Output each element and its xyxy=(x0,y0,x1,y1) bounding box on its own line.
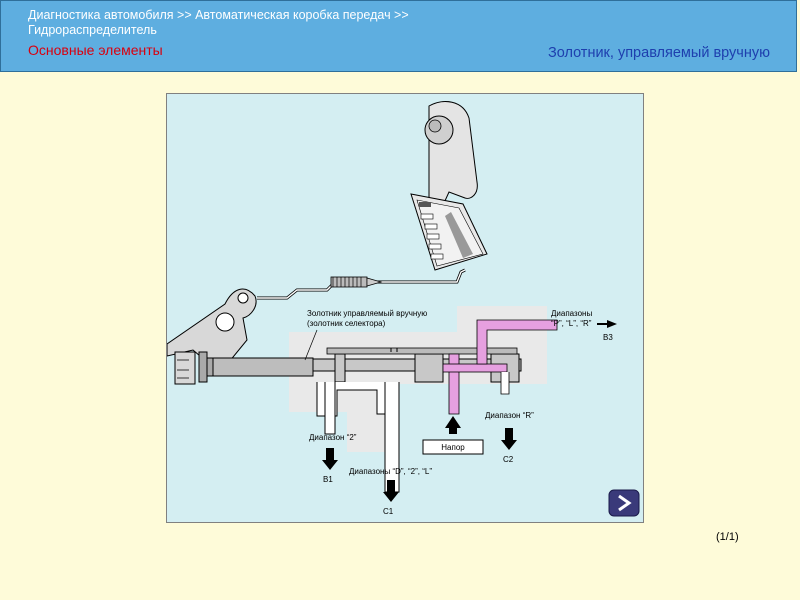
pressure-arrow xyxy=(445,416,461,434)
next-page-button[interactable] xyxy=(608,489,640,517)
range-d2l-label: Диапазоны “D”, “2”, “L” xyxy=(349,467,432,476)
port-c1-label: C1 xyxy=(383,507,394,516)
valve-label-line-2: (золотник селектора) xyxy=(307,319,386,328)
shift-gate xyxy=(410,193,488,271)
port-c2-label: C2 xyxy=(503,455,514,464)
diagram-svg: Напор Золотник управляемый вручную (золо… xyxy=(167,101,640,517)
range-prl-line-1: Диапазоны xyxy=(551,309,592,318)
chevron-right-icon xyxy=(618,494,632,512)
c1-arrow xyxy=(383,480,399,502)
selector-linkage xyxy=(167,288,257,385)
b3-arrow xyxy=(607,320,617,328)
range-prl-line-2: “P”, “L”, “R” xyxy=(551,319,592,328)
diagram-labels: Золотник управляемый вручную (золотник с… xyxy=(304,309,613,516)
b3-arrow-shaft xyxy=(597,323,609,325)
port-b1-label: B1 xyxy=(323,475,333,484)
range-2-label: Диапазон “2” xyxy=(309,433,357,442)
pressure-label: Напор xyxy=(441,443,465,452)
valve-label-leader xyxy=(304,329,318,361)
range-r-label: Диапазон “R” xyxy=(485,411,534,420)
b1-arrow xyxy=(322,448,338,470)
section-title: Основные элементы xyxy=(28,42,163,58)
port-b3-label: B3 xyxy=(603,333,613,342)
c2-arrow xyxy=(501,428,517,450)
breadcrumb-line-1[interactable]: Диагностика автомобиля >> Автоматическая… xyxy=(28,8,409,22)
breadcrumb-line-2[interactable]: Гидрораспределитель xyxy=(28,23,157,37)
page-indicator: (1/1) xyxy=(716,531,739,543)
line-pressure-passage xyxy=(442,319,558,415)
pressure-source: Напор xyxy=(422,416,484,455)
oil-passages xyxy=(316,348,400,493)
shift-cable xyxy=(257,268,466,300)
valve-label-line-1: Золотник управляемый вручную xyxy=(307,309,427,318)
output-arrows xyxy=(322,320,617,502)
header-bar: Диагностика автомобиля >> Автоматическая… xyxy=(0,0,797,72)
shift-lever xyxy=(424,101,478,215)
manual-valve-diagram: Напор Золотник управляемый вручную (золо… xyxy=(166,93,644,523)
page-subtitle: Золотник, управляемый вручную xyxy=(547,45,770,61)
